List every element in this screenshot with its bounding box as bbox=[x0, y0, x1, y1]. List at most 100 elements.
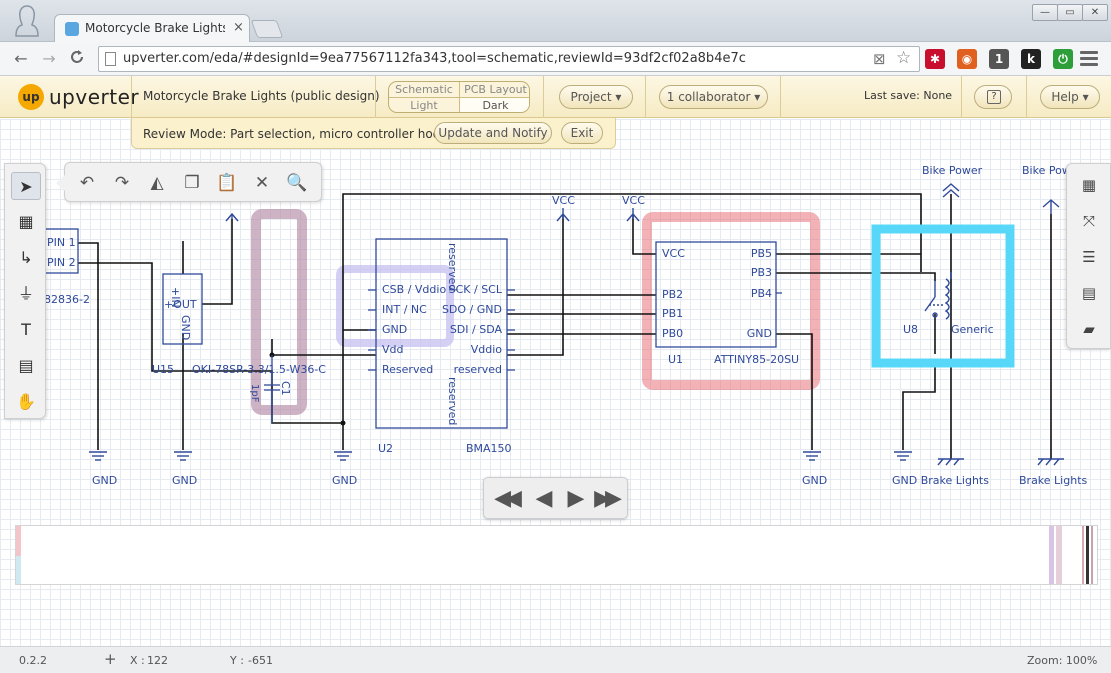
j-pin1-label: PIN 1 bbox=[47, 236, 76, 249]
u1-microcontroller[interactable] bbox=[655, 241, 782, 348]
browser-tab[interactable]: Motorcycle Brake Lights × bbox=[54, 14, 250, 42]
u1-pin-pb2: PB2 bbox=[662, 288, 683, 301]
note-tool-icon[interactable]: ▤ bbox=[18, 356, 34, 375]
next-revision-button[interactable]: ▶ bbox=[567, 486, 585, 511]
delete-icon[interactable]: ✕ bbox=[254, 173, 270, 193]
timeline-marker bbox=[1082, 526, 1084, 584]
wire-tool-icon[interactable]: ↳ bbox=[19, 248, 33, 267]
chip-icon[interactable]: ▦ bbox=[1081, 176, 1097, 194]
paste-icon[interactable]: 📋 bbox=[216, 173, 238, 193]
pcb-layout-toggle[interactable]: PCB Layout bbox=[460, 82, 529, 98]
j-part-number: 82836-2 bbox=[44, 293, 90, 306]
u1-pin-pb1: PB1 bbox=[662, 307, 683, 320]
rotate-right-icon[interactable]: ↷ bbox=[114, 173, 130, 193]
schematic-toggle[interactable]: Schematic bbox=[389, 82, 460, 98]
ground-tool-icon[interactable]: ⏚ bbox=[17, 284, 34, 303]
graph-icon[interactable]: ▰ bbox=[1083, 320, 1095, 338]
schematic-canvas[interactable]: PIN 1 PIN 2 82836-2 +IN +OUT GND U15 OKI… bbox=[0, 119, 1111, 646]
close-window-button[interactable]: ✕ bbox=[1082, 4, 1108, 21]
last-revision-button[interactable]: ▶▶ bbox=[594, 486, 622, 511]
u2-accelerometer[interactable] bbox=[368, 238, 515, 429]
crosshair-icon: + bbox=[104, 650, 117, 668]
new-tab-button[interactable] bbox=[250, 20, 284, 38]
u8-selection-highlight bbox=[871, 224, 1015, 368]
version-label: 0.2.2 bbox=[19, 654, 47, 667]
gnd-brake-lights-label: GND Brake Lights bbox=[892, 474, 989, 487]
vcc-symbols bbox=[225, 208, 640, 222]
bom-icon[interactable]: ☰ bbox=[1082, 248, 1096, 266]
u1-highlight bbox=[642, 212, 820, 390]
url-text[interactable]: upverter.com/eda/#designId=9ea77567112fa… bbox=[123, 51, 746, 66]
pan-tool-icon[interactable]: ✋ bbox=[16, 392, 36, 411]
k-extension-icon[interactable]: k bbox=[1021, 49, 1041, 69]
address-bar[interactable]: upverter.com/eda/#designId=9ea77567112fa… bbox=[98, 46, 920, 72]
previous-revision-button[interactable]: ◀ bbox=[535, 486, 553, 511]
brake-lights-label: Brake Lights bbox=[1019, 474, 1088, 487]
blocked-popup-icon[interactable]: ⊠ bbox=[873, 50, 886, 68]
chrome-menu-icon[interactable] bbox=[1080, 51, 1098, 67]
bike-power-label-2: Bike Pow bbox=[1022, 164, 1071, 177]
u2-pin-reserved: Reserved bbox=[382, 363, 433, 376]
zoom-icon[interactable]: 🔍 bbox=[286, 173, 308, 193]
gnd-label-4: GND bbox=[802, 474, 827, 487]
profile-icon[interactable] bbox=[14, 4, 40, 38]
upverter-logo-icon[interactable]: up bbox=[18, 84, 44, 110]
reload-button[interactable] bbox=[66, 48, 88, 70]
back-button[interactable]: ← bbox=[14, 49, 28, 68]
u2-interface-highlight bbox=[336, 265, 454, 347]
light-theme-toggle[interactable]: Light bbox=[389, 98, 460, 112]
ghost-extension-icon[interactable]: 1 bbox=[989, 49, 1009, 69]
header-divider bbox=[131, 76, 132, 118]
u15-gnd-label: GND bbox=[179, 315, 192, 340]
u8-relay[interactable] bbox=[924, 272, 952, 320]
c1-capacitor[interactable] bbox=[264, 355, 280, 423]
header-divider bbox=[645, 76, 646, 118]
u2-pin-sdi: SDI / SDA bbox=[450, 323, 503, 336]
help-menu-button[interactable]: Help ▾ bbox=[1040, 85, 1100, 109]
bike-power-symbols bbox=[942, 183, 1060, 214]
copy-icon[interactable]: ❐ bbox=[184, 173, 200, 193]
j-pin2-label: PIN 2 bbox=[47, 256, 76, 269]
part-tool-icon[interactable]: ▦ bbox=[18, 212, 34, 231]
bike-power-label: Bike Power bbox=[922, 164, 983, 177]
first-revision-button[interactable]: ◀◀ bbox=[494, 486, 522, 511]
bookmark-star-icon[interactable]: ☆ bbox=[896, 48, 912, 68]
timeline-marker bbox=[16, 556, 21, 584]
project-menu-button[interactable]: Project ▾ bbox=[559, 85, 633, 109]
select-tool-icon[interactable]: ➤ bbox=[11, 172, 41, 200]
u8-part: Generic bbox=[951, 323, 994, 336]
timeline-marker bbox=[16, 526, 21, 556]
text-tool-icon[interactable]: T bbox=[21, 320, 31, 339]
colorful-extension-icon[interactable]: ◉ bbox=[957, 49, 977, 69]
upverter-logo[interactable]: upverter bbox=[49, 85, 140, 109]
revision-timeline[interactable] bbox=[15, 525, 1098, 585]
review-mode-bar: Review Mode: Part selection, micro contr… bbox=[131, 118, 616, 149]
review-mode-text: Review Mode: Part selection, micro contr… bbox=[143, 127, 462, 141]
lastpass-icon[interactable]: ✱ bbox=[925, 49, 945, 69]
update-and-notify-button[interactable]: Update and Notify bbox=[434, 122, 552, 144]
netlist-icon[interactable]: ⤧ bbox=[1082, 212, 1095, 230]
notes-icon[interactable]: ▤ bbox=[1081, 284, 1097, 302]
timeline-cursor[interactable] bbox=[1086, 526, 1089, 584]
u15-regulator[interactable] bbox=[162, 273, 203, 345]
last-save-status: Last save: None bbox=[864, 89, 953, 102]
flip-icon[interactable]: ◭ bbox=[150, 173, 164, 193]
page-icon bbox=[105, 52, 116, 66]
maximize-button[interactable]: ▭ bbox=[1057, 4, 1083, 21]
rotate-left-icon[interactable]: ↶ bbox=[79, 173, 95, 193]
schematic-drawing[interactable]: PIN 1 PIN 2 82836-2 +IN +OUT GND U15 OKI… bbox=[0, 119, 1111, 525]
forward-button[interactable]: → bbox=[42, 49, 56, 68]
timeline-marker bbox=[1056, 526, 1062, 584]
status-bar: 0.2.2 + X : 122 Y : -651 Zoom: 100% bbox=[0, 646, 1111, 673]
tab-close-icon[interactable]: × bbox=[233, 20, 244, 35]
green-power-icon[interactable]: ⏻ bbox=[1053, 49, 1073, 69]
vcc-label-1: VCC bbox=[552, 194, 575, 207]
help-icon-button[interactable]: ? bbox=[974, 85, 1012, 109]
u2-pin-sck: SCK / SCL bbox=[449, 283, 503, 296]
dark-theme-toggle[interactable]: Dark bbox=[460, 98, 529, 112]
tab-title: Motorcycle Brake Lights bbox=[85, 21, 225, 35]
exit-review-button[interactable]: Exit bbox=[561, 122, 603, 144]
minimize-button[interactable]: — bbox=[1032, 4, 1058, 21]
design-title: Motorcycle Brake Lights (public design) bbox=[143, 89, 380, 103]
collaborators-button[interactable]: 1 collaborator ▾ bbox=[659, 85, 768, 109]
